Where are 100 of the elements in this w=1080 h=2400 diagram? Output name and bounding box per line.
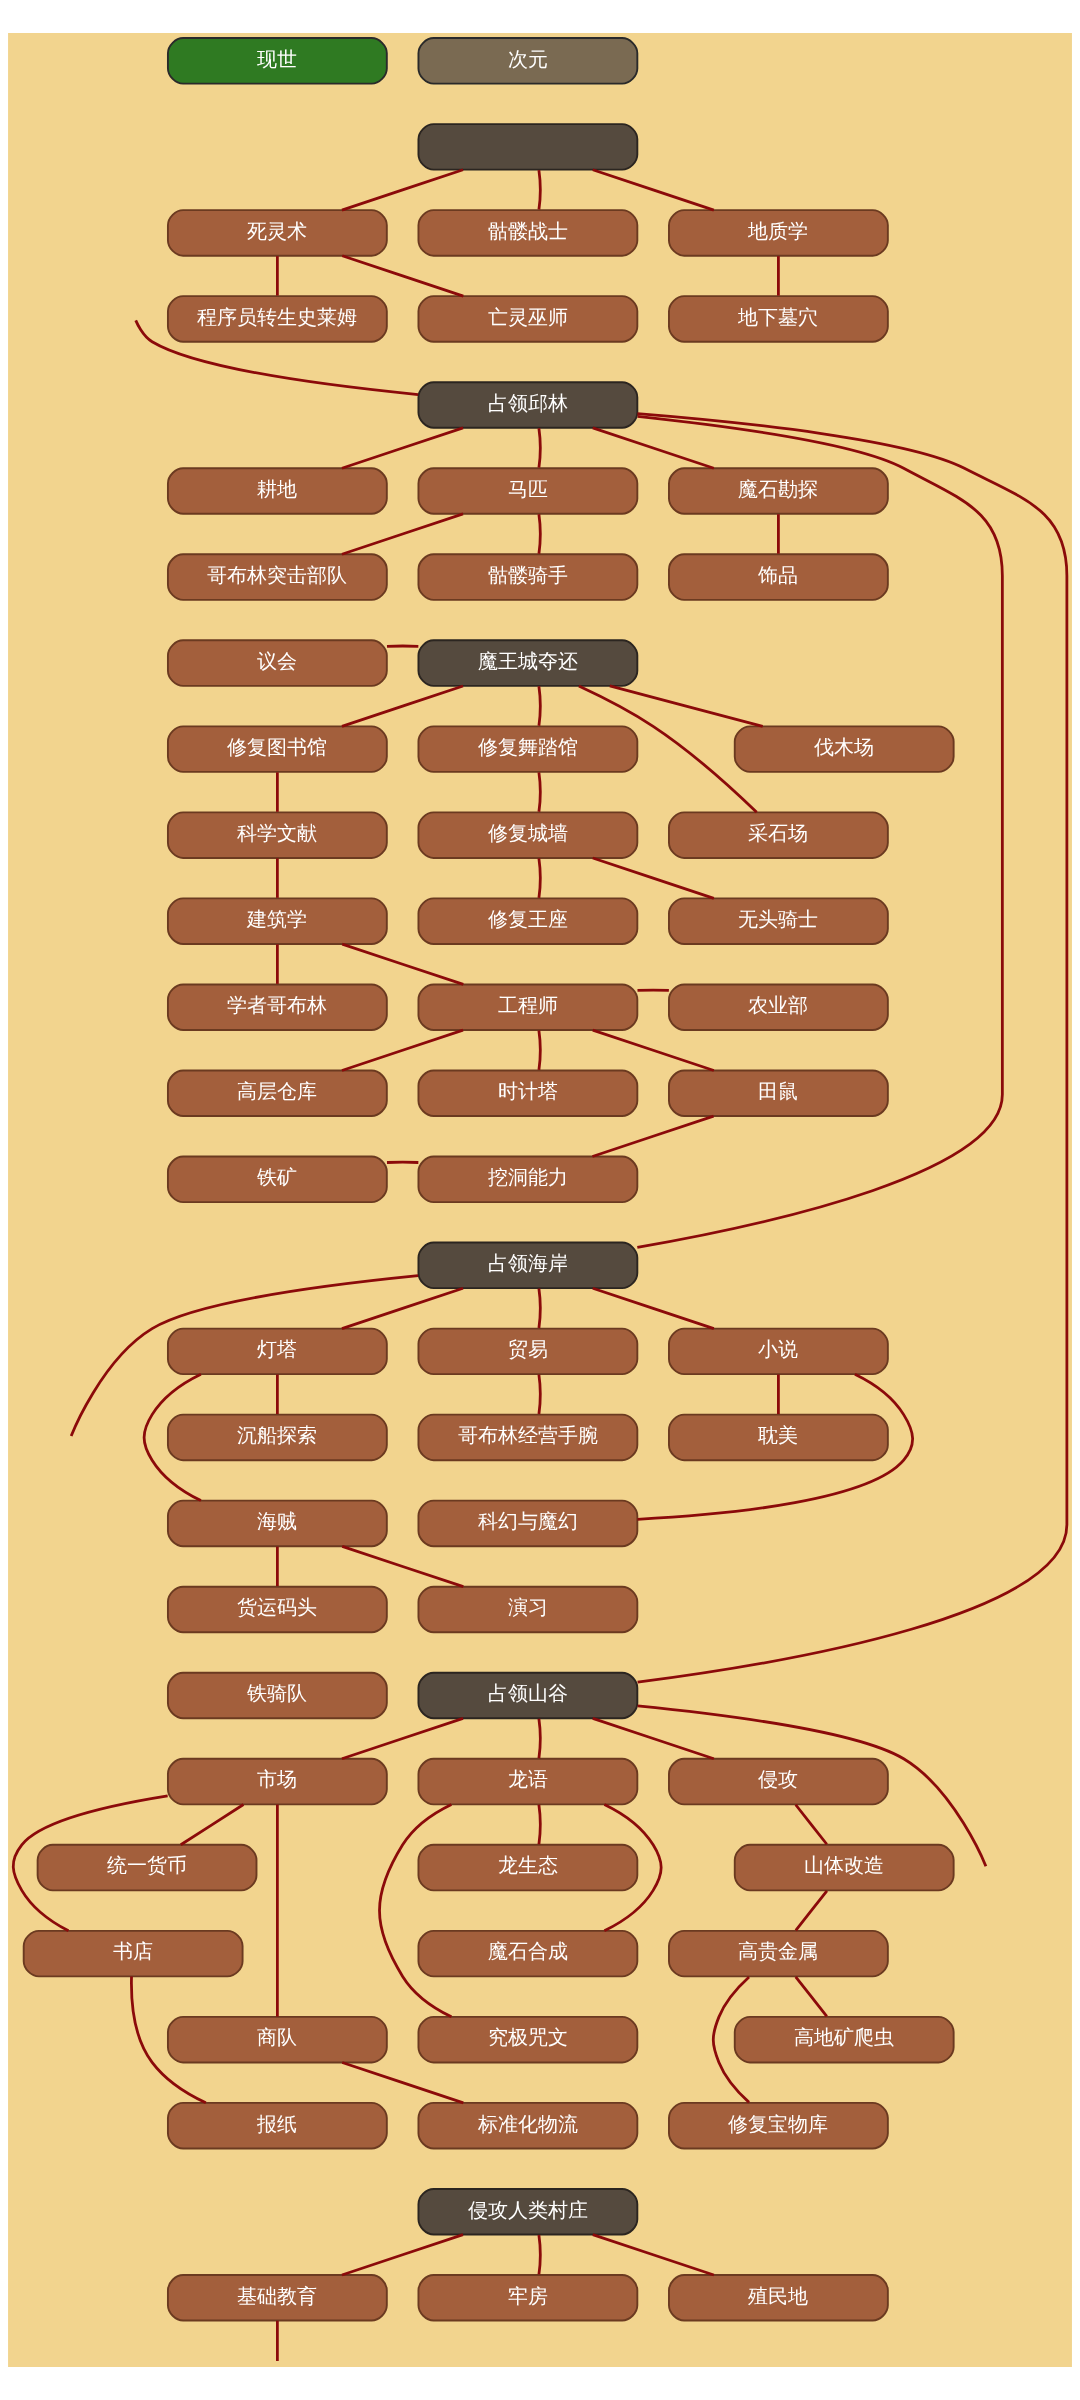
node-box: 高地矿爬虫 — [733, 2015, 955, 2064]
connector — [637, 988, 669, 992]
node-box: 贸易 — [417, 1327, 639, 1376]
node-box: 货运码头 — [167, 1585, 388, 1634]
connector — [537, 1804, 542, 1845]
node-box: 死灵术 — [167, 209, 388, 257]
connector — [794, 1803, 828, 1846]
node-box: 骷髅骑手 — [417, 553, 639, 601]
connector — [276, 944, 279, 984]
connector — [341, 1286, 464, 1330]
node-box: 农业部 — [668, 983, 889, 1031]
node-box: 马匹 — [417, 467, 639, 515]
connector — [777, 256, 780, 296]
node-box: 报纸 — [167, 2101, 388, 2150]
node-box: 修复宝物库 — [668, 2101, 889, 2150]
node-box: 小说 — [668, 1327, 889, 1376]
connector — [142, 1373, 202, 1502]
connector — [341, 254, 464, 298]
node-box: 修复舞踏馆 — [417, 725, 639, 773]
node-box: 现世 — [167, 37, 388, 85]
connector — [537, 858, 542, 899]
node-box: 采石场 — [668, 811, 889, 859]
node-box — [417, 123, 639, 171]
connector — [341, 2061, 464, 2105]
node-box: 龙语 — [417, 1757, 639, 1806]
node-box: 科学文献 — [167, 811, 388, 859]
node-box: 灯塔 — [167, 1327, 388, 1376]
node-box: 占领山谷 — [417, 1671, 639, 1720]
connector — [69, 1274, 419, 1437]
connector — [341, 426, 464, 470]
connector — [592, 426, 715, 470]
node-box: 究极咒文 — [417, 2015, 639, 2064]
connector — [276, 858, 279, 898]
connector — [276, 1374, 279, 1415]
connector — [276, 772, 279, 812]
connector — [341, 1545, 464, 1588]
node-box: 魔王城夺还 — [417, 639, 639, 687]
connector — [180, 1803, 245, 1846]
connector — [537, 169, 542, 210]
connector — [537, 1718, 542, 1759]
connector — [130, 1976, 207, 2105]
node-box: 亡灵巫师 — [417, 295, 639, 343]
node-box: 统一货币 — [36, 1843, 258, 1892]
node-box: 议会 — [167, 639, 388, 687]
node-box: 田鼠 — [668, 1069, 889, 1117]
node-box: 占领海岸 — [417, 1241, 639, 1290]
connector — [592, 168, 715, 212]
connector — [637, 412, 1069, 1684]
node-box: 时计塔 — [417, 1069, 639, 1117]
node-box: 挖洞能力 — [417, 1155, 639, 1203]
connector — [592, 1028, 715, 1072]
connector — [578, 684, 758, 814]
node-box: 耽美 — [668, 1413, 889, 1462]
connector — [603, 1803, 663, 1932]
node-box: 学者哥布林 — [167, 983, 388, 1031]
node-box: 海贼 — [167, 1499, 388, 1548]
node-box: 哥布林突击部队 — [167, 553, 388, 601]
node-box: 铁矿 — [167, 1155, 388, 1203]
connector — [537, 1030, 542, 1071]
node-box: 饰品 — [668, 553, 889, 601]
connector — [341, 1028, 464, 1072]
connector — [609, 684, 764, 728]
connector — [794, 1975, 828, 2018]
node-box: 修复王座 — [417, 897, 639, 945]
connector — [537, 2234, 542, 2275]
node-box: 哥布林经营手腕 — [417, 1413, 639, 1462]
connector — [777, 514, 780, 554]
node-box: 无头骑士 — [668, 897, 889, 945]
connector — [341, 168, 464, 212]
node-box: 商队 — [167, 2015, 388, 2064]
connector — [378, 1803, 453, 2018]
connector — [637, 1704, 988, 1867]
connector — [134, 319, 419, 396]
node-box: 地下墓穴 — [668, 295, 889, 343]
connector — [592, 1114, 714, 1158]
node-box: 占领邱林 — [417, 381, 639, 429]
connector — [276, 256, 279, 296]
node-box: 工程师 — [417, 983, 639, 1031]
node-box: 侵攻人类村庄 — [417, 2188, 639, 2236]
node-box: 魔石合成 — [417, 1929, 639, 1978]
node-box: 殖民地 — [668, 2274, 889, 2322]
connector — [537, 514, 542, 554]
node-box: 骷髅战士 — [417, 209, 639, 257]
node-box: 魔石勘探 — [668, 467, 889, 515]
node-box: 伐木场 — [733, 725, 955, 773]
connector — [537, 428, 542, 468]
connector — [341, 512, 464, 556]
connector — [276, 2320, 279, 2361]
connector — [386, 644, 419, 648]
connector — [592, 2233, 715, 2277]
node-box: 耕地 — [167, 467, 388, 515]
node-box: 基础教育 — [167, 2274, 388, 2322]
connector — [341, 1717, 464, 1761]
node-box: 市场 — [167, 1757, 388, 1806]
node-box: 山体改造 — [733, 1843, 955, 1892]
node-box: 程序员转生史莱姆 — [167, 295, 388, 343]
connector — [341, 942, 464, 986]
connector — [777, 1374, 780, 1415]
node-box: 建筑学 — [167, 897, 388, 945]
connector — [592, 856, 715, 900]
